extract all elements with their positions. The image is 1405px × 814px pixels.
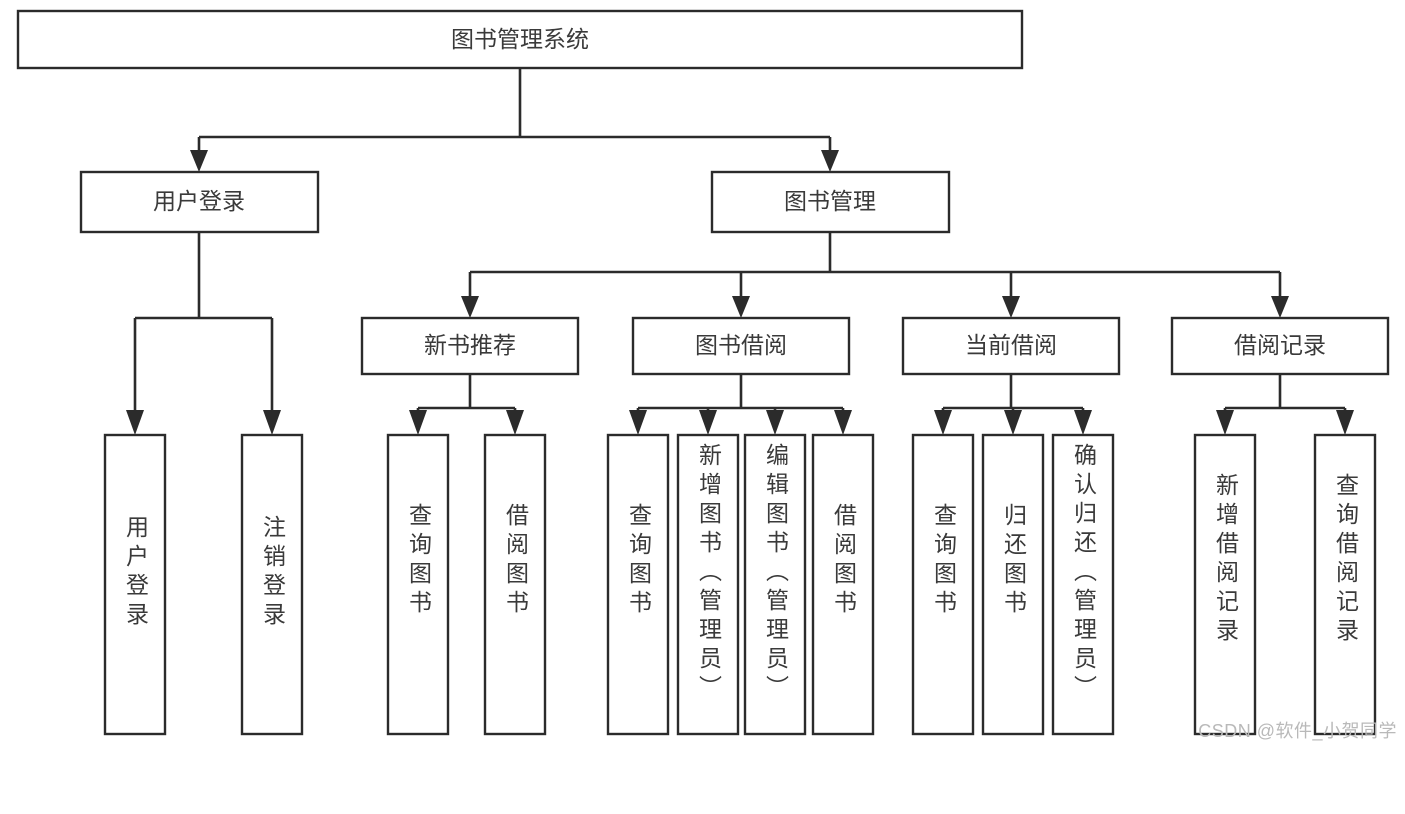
node-layer: 图书管理系统 用户登录 图书管理 新书推荐 图书借阅 当前借阅 借阅记录 <box>16 9 1390 736</box>
node-root-box[interactable] <box>16 9 1024 70</box>
arrowhead-to-leaf-logout <box>263 410 281 435</box>
arrowhead-to-leaf-confirm-return-admin <box>1074 410 1092 435</box>
connector-userlogin-to-leaves <box>133 232 274 420</box>
diagram-root: 图书管理系统 用户登录 图书管理 新书推荐 图书借阅 当前借阅 借阅记录 <box>16 9 1397 741</box>
arrowhead-to-book-borrow <box>732 296 750 318</box>
arrowhead-to-user-login <box>190 150 208 172</box>
node-new-book-recommend-box[interactable] <box>360 316 580 376</box>
arrowhead-to-leaf-query-book-borrow <box>629 410 647 435</box>
arrowhead-to-leaf-user-login <box>126 410 144 435</box>
arrowhead-to-leaf-query-book-rec <box>409 410 427 435</box>
node-leaf-return-book-box[interactable] <box>981 433 1045 736</box>
node-leaf-add-borrow-record-box[interactable] <box>1193 433 1257 736</box>
diagram-canvas: 图书管理系统 用户登录 图书管理 新书推荐 图书借阅 当前借阅 借阅记录 <box>16 9 1390 736</box>
arrowhead-to-leaf-query-book-current <box>934 410 952 435</box>
arrowhead-to-new-book-recommend <box>461 296 479 318</box>
node-leaf-add-book-admin-box[interactable] <box>676 433 740 736</box>
node-user-login-label: 用户登录 <box>153 188 245 214</box>
arrowhead-to-book-management <box>821 150 839 172</box>
node-book-borrow-box[interactable] <box>631 316 851 376</box>
arrowhead-to-leaf-return-book <box>1004 410 1022 435</box>
node-leaf-borrow-book-rec-box[interactable] <box>483 433 547 736</box>
arrowhead-to-leaf-query-borrow-record <box>1336 410 1354 435</box>
node-leaf-query-book-borrow-box[interactable] <box>606 433 670 736</box>
arrowhead-to-leaf-borrow-book <box>834 410 852 435</box>
arrowhead-to-leaf-edit-book-admin <box>766 410 784 435</box>
node-book-borrow-label: 图书借阅 <box>695 332 787 358</box>
node-leaf-user-login-box[interactable] <box>103 433 167 736</box>
csdn-watermark: CSDN @软件_小贺同学 <box>1198 721 1397 741</box>
connector-recommend-to-leaves <box>416 374 517 420</box>
node-leaf-query-book-current-box[interactable] <box>911 433 975 736</box>
node-root-label: 图书管理系统 <box>451 26 589 52</box>
arrowhead-to-borrow-record <box>1271 296 1289 318</box>
node-book-management-box[interactable] <box>710 170 951 234</box>
node-leaf-confirm-return-admin-box[interactable] <box>1051 433 1115 736</box>
arrowhead-to-leaf-borrow-book-rec <box>506 410 524 435</box>
connector-borrowrecord-to-leaves <box>1223 374 1347 420</box>
node-new-book-recommend-label: 新书推荐 <box>424 332 516 358</box>
connector-root-to-bus <box>197 68 832 156</box>
connector-bookmgmt-to-bus <box>468 232 1282 302</box>
node-leaf-borrow-book-box[interactable] <box>811 433 875 736</box>
node-leaf-query-book-rec-box[interactable] <box>386 433 450 736</box>
connector-bookborrow-to-leaves <box>636 374 845 420</box>
node-leaf-logout-box[interactable] <box>240 433 304 736</box>
node-current-borrow-label: 当前借阅 <box>965 332 1057 358</box>
node-borrow-record-box[interactable] <box>1170 316 1390 376</box>
connector-layer <box>126 68 1354 435</box>
node-borrow-record-label: 借阅记录 <box>1234 332 1326 358</box>
node-user-login-box[interactable] <box>79 170 320 234</box>
arrowhead-to-leaf-add-book-admin <box>699 410 717 435</box>
node-leaf-edit-book-admin-box[interactable] <box>743 433 807 736</box>
arrowhead-to-leaf-add-borrow-record <box>1216 410 1234 435</box>
node-leaf-query-borrow-record-box[interactable] <box>1313 433 1377 736</box>
arrowhead-to-current-borrow <box>1002 296 1020 318</box>
node-book-management-label: 图书管理 <box>784 188 876 214</box>
node-current-borrow-box[interactable] <box>901 316 1121 376</box>
